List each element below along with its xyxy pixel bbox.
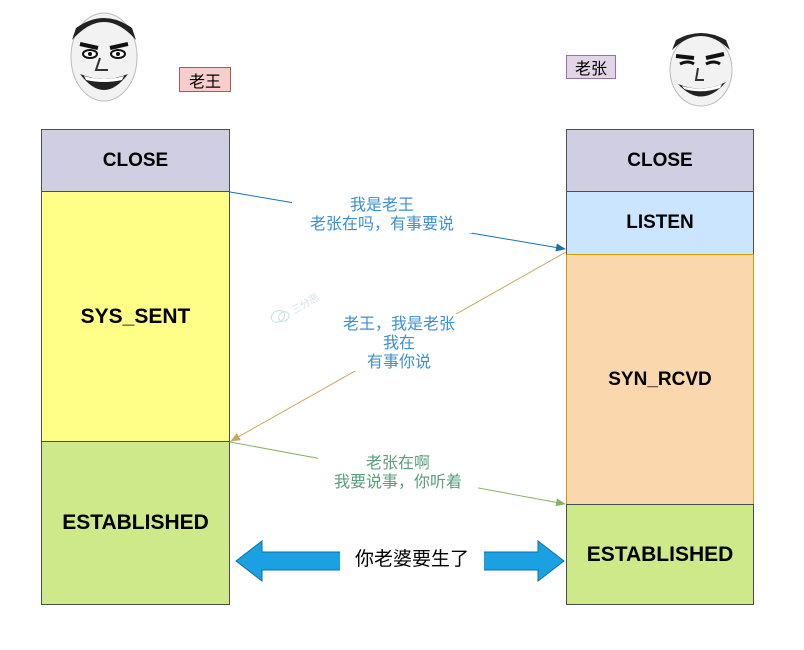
connection-label: 你老婆要生了 [340, 543, 484, 571]
right-listen-label: LISTEN [626, 212, 694, 233]
watermark: 三分恶 [268, 288, 322, 328]
right-close-label: CLOSE [627, 149, 693, 171]
left-sys-sent-label: SYS_SENT [80, 304, 191, 328]
syn-ack-message-line-2: 我在 [382, 333, 415, 352]
right-actor-name-tag: 老张 [566, 55, 616, 79]
syn-message-text: 我是老王 老张在吗，有事要说 [292, 195, 472, 233]
left-established-state: ESTABLISHED [41, 441, 230, 605]
right-established-label: ESTABLISHED [586, 542, 734, 566]
right-actor-name: 老张 [574, 59, 607, 78]
ack-message-text: 老张在啊 我要说事，你听着 [318, 453, 478, 491]
right-established-state: ESTABLISHED [566, 504, 754, 605]
ack-message-line-2: 我要说事，你听着 [333, 472, 462, 491]
left-close-state: CLOSE [41, 129, 230, 192]
right-syn-rcvd-label: SYN_RCVD [608, 368, 712, 390]
right-listen-state: LISTEN [566, 191, 754, 255]
connection-label-text: 你老婆要生了 [354, 547, 469, 570]
left-actor-name-tag: 老王 [179, 67, 231, 92]
syn-ack-message-line-3: 有事你说 [366, 352, 431, 371]
right-close-state: CLOSE [566, 129, 754, 192]
syn-ack-message-text: 老王，我是老张 我在 有事你说 [324, 314, 474, 371]
left-close-label: CLOSE [102, 149, 169, 171]
laowang-face-icon [70, 12, 138, 102]
syn-ack-message-line-1: 老王，我是老张 [342, 314, 455, 333]
wechat-icon [270, 309, 290, 323]
syn-message-line-2: 老张在吗，有事要说 [309, 214, 454, 233]
ack-message-line-1: 老张在啊 [365, 453, 430, 472]
left-established-label: ESTABLISHED [62, 511, 209, 534]
left-actor-name: 老王 [188, 71, 221, 91]
syn-message-line-1: 我是老王 [349, 195, 414, 214]
laozhang-face-icon [669, 33, 733, 107]
